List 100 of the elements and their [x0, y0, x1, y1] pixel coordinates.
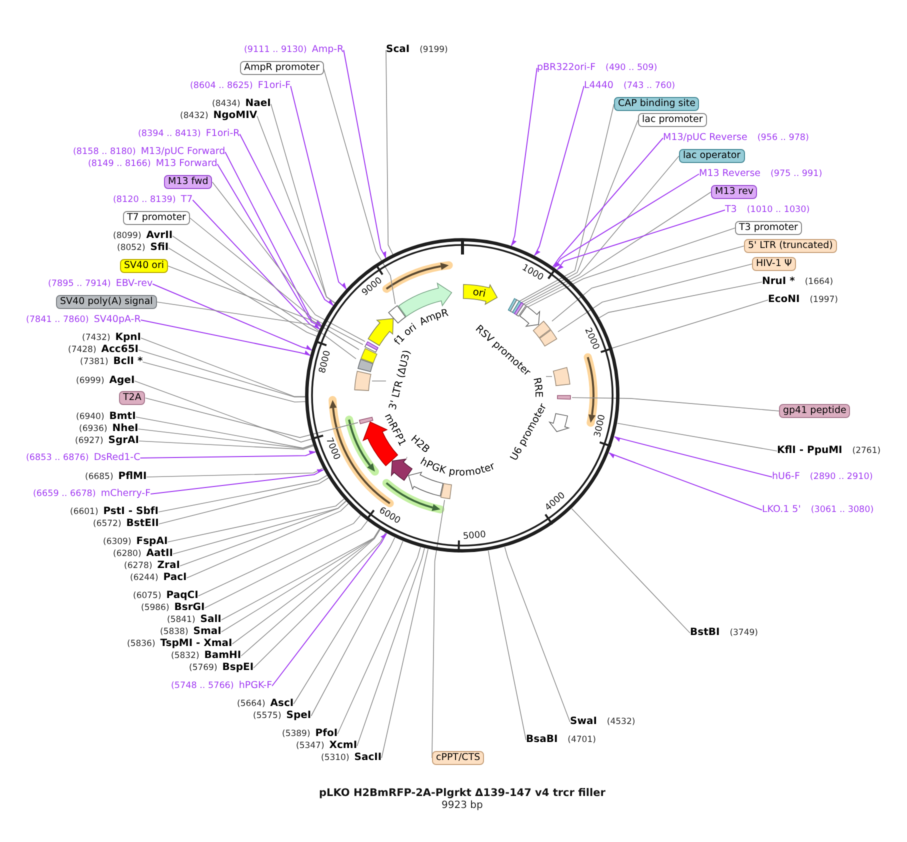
- leader-line: [310, 540, 404, 716]
- leader-line: [323, 68, 396, 304]
- leader-line: [522, 156, 680, 305]
- enzyme-name: BamHI: [204, 650, 242, 662]
- enzyme-name: EcoNI: [768, 294, 800, 306]
- leader-line: [290, 86, 348, 290]
- feature-tag: lac operator: [679, 149, 745, 163]
- cut-position: (5310): [321, 752, 350, 764]
- cut-position: (4532): [606, 716, 636, 728]
- cut-position: (5986): [141, 602, 170, 614]
- cut-position: (6936): [79, 423, 108, 435]
- enzyme-name: SmaI: [193, 626, 222, 638]
- feature-label: ori: [472, 286, 487, 300]
- primer-position: (8149 .. 8166): [88, 158, 151, 170]
- cut-position: (6280): [113, 548, 142, 560]
- primer-position: (8120 .. 8139): [113, 194, 176, 206]
- enzyme-name: BspEI: [222, 662, 254, 674]
- primer-position: (975 .. 991): [770, 168, 822, 180]
- cut-position: (1664): [804, 276, 834, 288]
- leader-line: [140, 450, 316, 458]
- primer-position: (956 .. 978): [757, 132, 809, 144]
- leader-line: [571, 508, 690, 634]
- sequence-length: 9923 bp: [442, 800, 483, 812]
- cut-position: (6278): [124, 560, 152, 572]
- leader-line: [343, 50, 386, 259]
- enzyme-name: AscI: [270, 698, 294, 710]
- cut-position: (7432): [82, 332, 110, 344]
- feature-tag: 5' LTR (truncated): [744, 239, 837, 253]
- primer-position: (5748 .. 5766): [171, 680, 234, 692]
- enzyme-name: PflMI: [118, 471, 147, 483]
- primer-name: M13 Forward: [156, 158, 218, 170]
- leader-line: [406, 456, 408, 458]
- leader-line: [198, 514, 361, 596]
- enzyme-name: PacI: [163, 572, 187, 584]
- enzyme-name: NruI *: [762, 276, 795, 288]
- leader-line: [526, 228, 736, 308]
- primer-name: mCherry-F: [100, 488, 151, 500]
- feature-label: AmpR: [418, 307, 450, 328]
- leader-line: [186, 503, 349, 578]
- leader-line: [172, 500, 346, 554]
- feature-tag: T2A: [119, 391, 146, 405]
- enzyme-name: SalI: [200, 614, 222, 626]
- feature-tag: cPPT/CTS: [432, 751, 484, 765]
- feature-tag: AmpR promoter: [240, 61, 324, 75]
- leader-line: [253, 532, 386, 668]
- primer-name: M13/pUC Forward: [140, 146, 226, 158]
- leader-line: [552, 138, 664, 268]
- cut-position: (5841): [167, 614, 196, 626]
- position-label: 5000: [462, 530, 486, 542]
- enzyme-name: BsaBI: [526, 734, 558, 746]
- enzyme-name: NheI: [112, 423, 138, 435]
- cut-position: (6940): [76, 411, 104, 423]
- primer-position: (490 .. 509): [606, 62, 658, 74]
- enzyme-name: AgeI: [109, 375, 135, 387]
- leader-line: [138, 350, 306, 398]
- cut-position: (6075): [133, 590, 162, 602]
- feature-tag: T3 promoter: [735, 221, 802, 235]
- leader-line: [150, 469, 324, 494]
- cut-position: (7381): [80, 356, 108, 368]
- primer-name: EBV-rev: [116, 278, 153, 290]
- cut-position: (6999): [76, 375, 104, 387]
- primer-position: (8394 .. 8413): [138, 128, 201, 140]
- primer-position: (8604 .. 8625): [190, 80, 253, 92]
- feature-tag: M13 rev: [711, 185, 758, 199]
- leader-line: [572, 397, 780, 412]
- leader-line: [488, 550, 526, 740]
- leader-line: [212, 182, 366, 342]
- map-title: pLKO H2BmRFP-2A-Plgrkt Δ139-147 v4 trcr filler: [319, 787, 606, 800]
- primer-name: M13/pUC Reverse: [663, 132, 748, 144]
- enzyme-name: AatII: [146, 548, 173, 560]
- cut-position: (5575): [253, 710, 282, 722]
- enzyme-name: ScaI: [386, 44, 410, 56]
- primer-position: (8158 .. 8180): [73, 146, 136, 158]
- leader-line: [142, 362, 306, 402]
- enzyme-name: BstBI: [690, 627, 720, 639]
- leader-line: [372, 380, 386, 382]
- leader-line: [204, 520, 368, 608]
- leader-line: [240, 529, 381, 656]
- leader-line: [140, 320, 311, 356]
- leader-line: [168, 248, 318, 337]
- cut-position: (8432): [180, 110, 208, 122]
- primer-position: (3061 .. 3080): [810, 504, 874, 516]
- position-label: 3000: [592, 414, 608, 438]
- primer-position: (743 .. 760): [623, 80, 676, 92]
- enzyme-name: BsrGI: [174, 602, 205, 614]
- leader-line: [520, 120, 638, 304]
- leader-line: [158, 477, 329, 524]
- primer-name: DsRed1-C: [94, 452, 140, 464]
- leader-line: [232, 528, 380, 644]
- enzyme-name: PstI - SbfI: [103, 506, 158, 518]
- enzyme-name: SacII: [354, 752, 382, 764]
- leader-line: [552, 246, 744, 322]
- primer-name: pBR322ori-F: [537, 62, 596, 74]
- enzyme-name: TspMI - XmaI: [160, 638, 232, 650]
- enzyme-name: PfoI: [315, 728, 338, 740]
- enzyme-name: SpeI: [286, 710, 312, 722]
- leader-line: [138, 440, 314, 450]
- enzyme-name: FspAI: [136, 536, 168, 548]
- leader-line: [152, 284, 312, 351]
- position-label: 2000: [582, 326, 601, 352]
